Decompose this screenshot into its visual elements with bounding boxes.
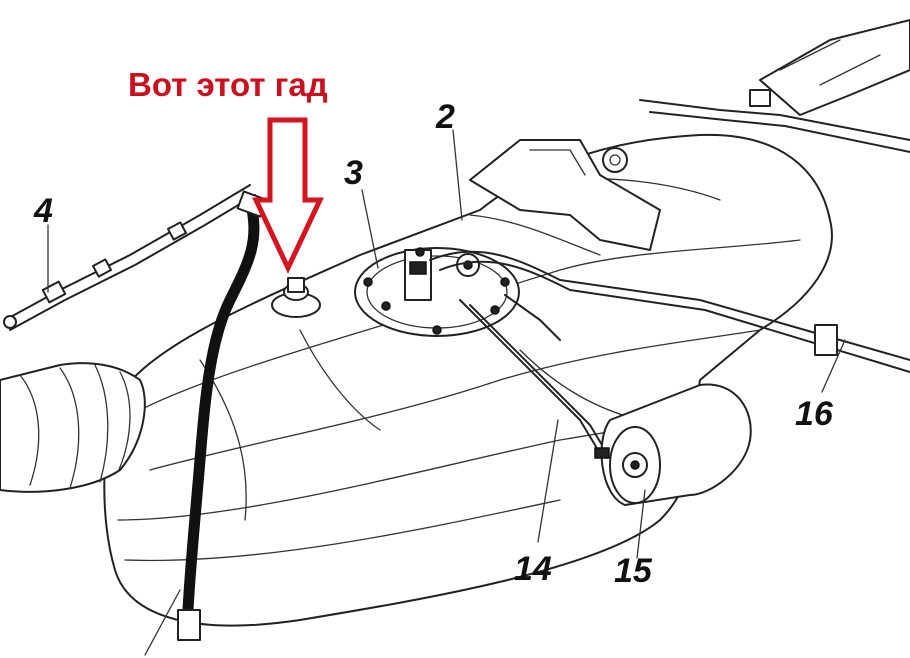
top-right-pipes xyxy=(749,19,910,116)
fuel-lines xyxy=(429,99,910,476)
tank-fitting xyxy=(271,277,321,318)
fuel-filter xyxy=(594,383,752,506)
callout-14: 14 xyxy=(514,550,552,588)
callout-leaders xyxy=(47,129,846,656)
callout-15: 15 xyxy=(614,552,653,590)
red-arrow xyxy=(252,117,324,274)
callout-2: 2 xyxy=(435,98,455,136)
callout-3: 3 xyxy=(344,154,363,192)
callout-4: 4 xyxy=(33,192,53,230)
tank-bracket xyxy=(469,139,661,251)
fuel-pump-module xyxy=(354,247,520,337)
annotation-headline: Вот этот гад xyxy=(128,66,328,103)
callout-16: 16 xyxy=(795,395,834,433)
vent-pipe-4 xyxy=(3,184,256,331)
filler-neck xyxy=(0,362,146,493)
